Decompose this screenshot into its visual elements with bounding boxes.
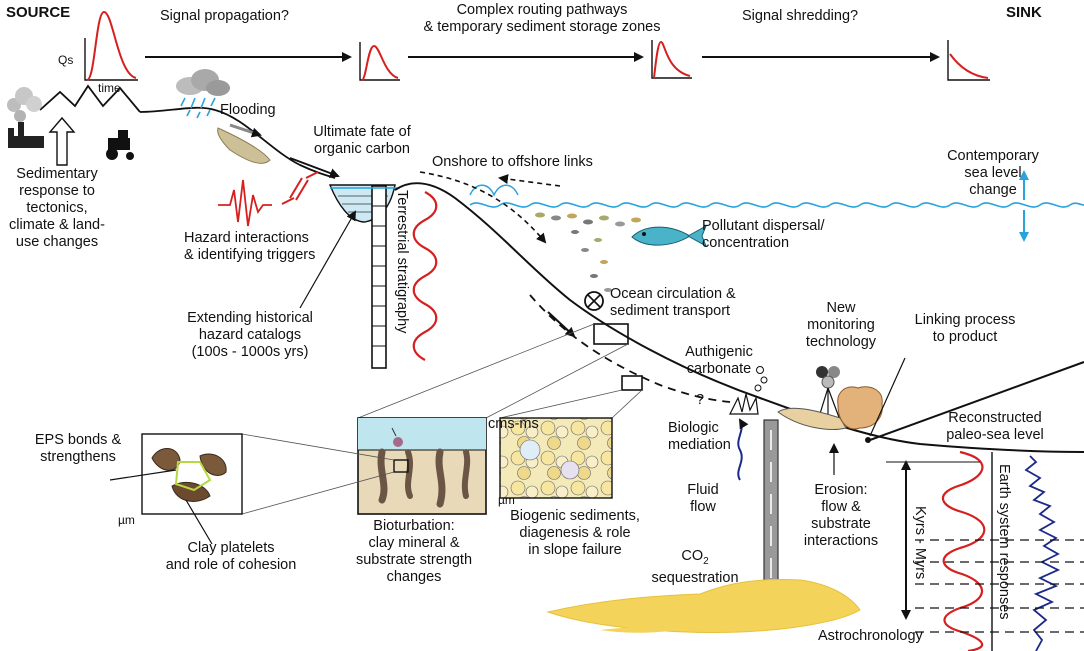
fluid-flow-arrow [737,418,749,481]
signal-graph-source [84,10,138,81]
fish-icon [631,224,707,248]
routing-label: Complex routing pathways& temporary sedi… [423,2,661,35]
zoom-box-biogenic [621,375,643,391]
sea-surface [330,184,1084,208]
bioturbation-label: Bioturbation:clay mineral &substrate str… [355,518,473,585]
offshore-dashed-arrow [419,171,547,244]
question-mark: ? [696,392,705,408]
paleo-blue-record [1024,455,1061,651]
co2-sequestration-label: CO2 sequestration [651,548,739,586]
pollutant-label: Pollutant dispersal/concentration [702,218,825,251]
qs-axis-label: Qs [58,53,74,67]
flood-sediment [217,123,271,164]
seismogram-icon [218,179,272,227]
signal-graph-3 [651,40,692,79]
tripod-monitor-icon [777,366,847,430]
shelf-break-line [869,361,1084,441]
zoom-lines [357,323,643,419]
micrometer-label-left: µm [118,513,135,527]
catalog-pointer [299,210,356,309]
authigenic-carbonate-icon [729,366,768,415]
astrochronology-dashes [915,539,1084,633]
kyrs-myrs-label: Kyrs - Myrs [912,506,928,580]
clay-pointer [185,499,213,545]
bio-zoom-line-1 [241,433,395,461]
astrochronology-label: Astrochronology [818,628,923,644]
linking-pointer [869,357,906,437]
signal-graph-sink [947,40,990,81]
sink-heading: SINK [1006,4,1042,21]
sediment-deposit [837,386,883,430]
tractor-icon [106,130,134,160]
onshore-dashed-arrow [498,174,561,187]
product-dot [865,437,871,443]
carbon-arrow [289,157,340,178]
fault-icon [281,171,319,205]
zoom-box-bioturbation [593,323,629,345]
factory-icon [7,87,44,148]
seafloor-profile [394,182,1084,453]
co2-reservoir [546,579,861,633]
crossed-circle-icon [584,291,604,311]
eps-pointer [109,469,177,481]
terrestrial-record-wiggle [412,191,438,361]
signal-graph-2 [359,42,400,81]
signal-shredding-label: Signal shredding? [742,8,859,24]
flooding-label: Flooding [220,102,276,118]
slope-arrow [547,311,576,338]
up-arrow-icon [48,116,76,166]
source-heading: SOURCE [6,4,71,21]
bio-zoom-line-2 [241,471,395,515]
onshore-offshore-label: Onshore to offshore links [432,154,593,170]
terrestrial-stratigraphy-label: Terrestrial stratigraphy [394,190,410,334]
ocean-circulation-label: Ocean circulation &sediment transport [610,286,736,319]
hazard-interactions-label: Hazard interactions& identifying trigger… [184,230,316,263]
bioturbation-box [357,417,487,515]
biogenic-sediment-box [499,417,613,499]
sediment-core-column [371,185,387,369]
co2-reservoir-thin [600,620,710,633]
storm-cloud-icon [176,69,230,119]
micrometer-label-mid: µm [498,493,515,507]
earth-system-responses-label: Earth system responses [996,464,1012,620]
turbidity-dashed-path [529,294,731,403]
paleo-red-record [942,450,986,651]
pollutant-particles [535,212,641,292]
time-axis-label: time [98,81,121,95]
cms-ms-label: cms-ms [488,416,539,432]
signal-propagation-label: Signal propagation? [160,8,289,24]
eps-bonds-label: EPS bonds &strengthens [34,432,122,465]
clay-platelets-box [141,433,243,515]
mountains [39,84,336,179]
